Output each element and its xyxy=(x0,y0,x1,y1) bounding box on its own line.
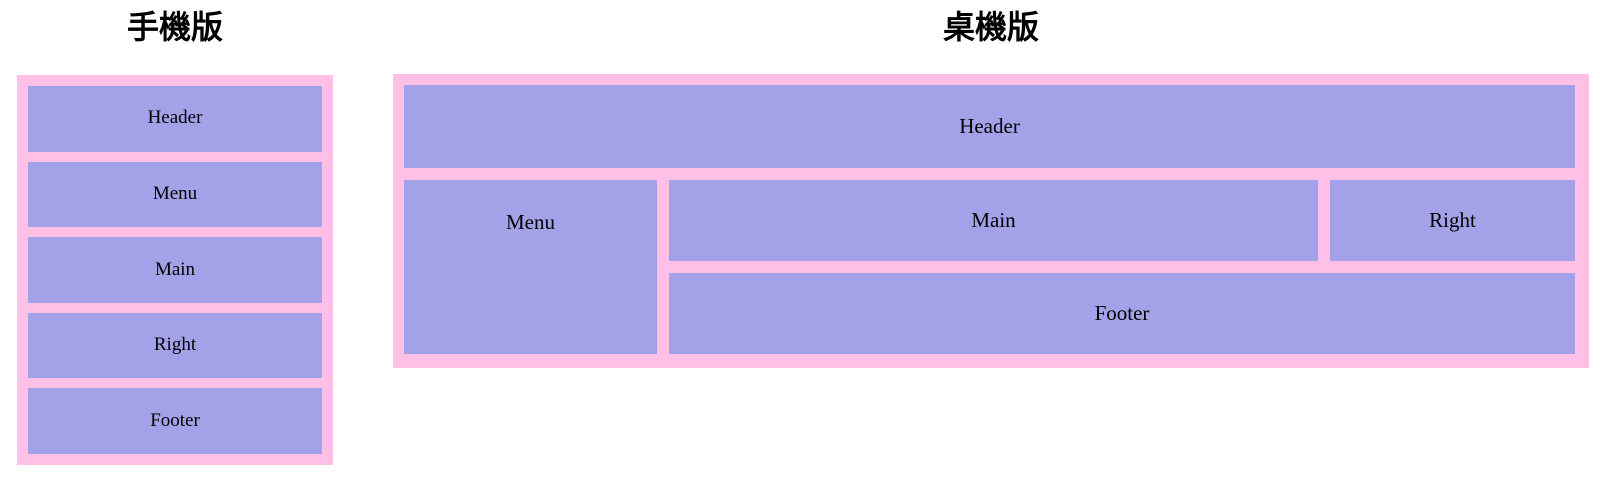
mobile-right-box: Right xyxy=(28,312,322,379)
desktop-header-box: Header xyxy=(404,85,1575,168)
mobile-version-title: 手機版 xyxy=(126,9,223,45)
desktop-right-box: Right xyxy=(1330,180,1575,261)
desktop-layout-container: Header Menu Main Right Footer xyxy=(393,74,1589,368)
desktop-main-box: Main xyxy=(669,180,1318,261)
mobile-layout-container: Header Menu Main Right Footer xyxy=(17,75,333,465)
mobile-main-box: Main xyxy=(28,237,322,303)
mobile-header-box: Header xyxy=(28,86,322,152)
mobile-footer-box: Footer xyxy=(28,388,322,454)
mobile-menu-box: Menu xyxy=(28,161,322,228)
desktop-version-title: 桌機版 xyxy=(942,9,1039,45)
desktop-footer-box: Footer xyxy=(669,273,1575,354)
desktop-menu-box: Menu xyxy=(404,180,657,354)
